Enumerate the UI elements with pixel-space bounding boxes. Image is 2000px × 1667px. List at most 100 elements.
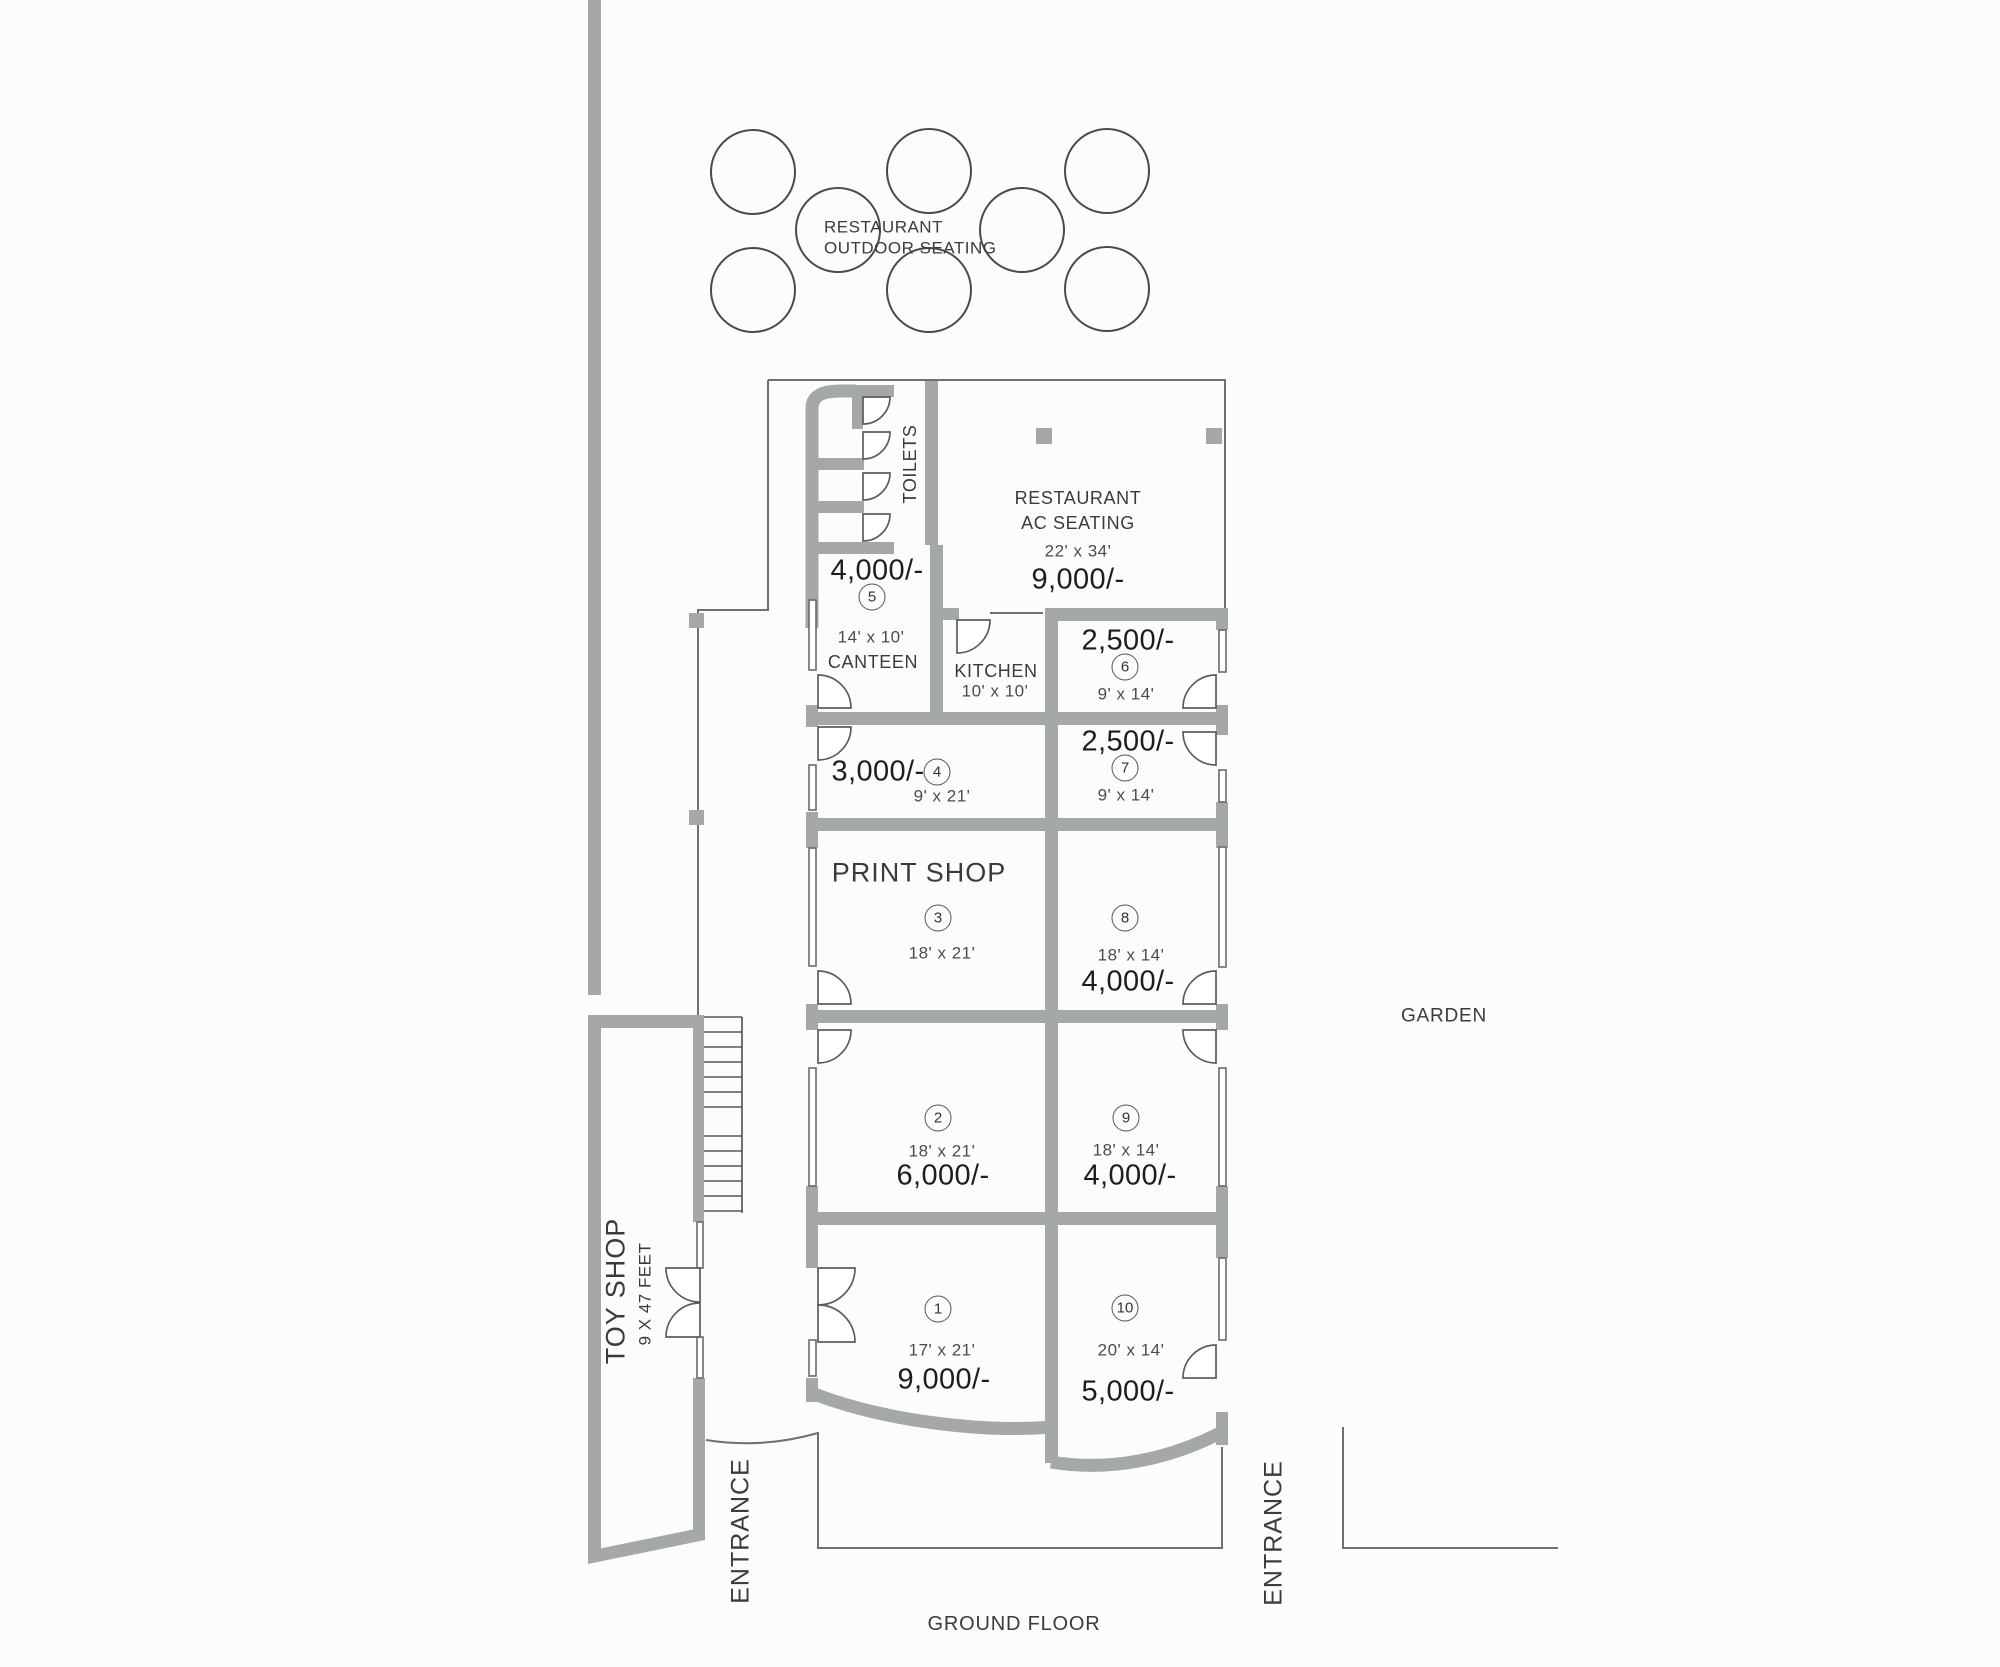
canteen-kitchen-wall <box>930 545 943 724</box>
band-wall <box>806 1212 1228 1225</box>
room1-double-door <box>817 1267 856 1306</box>
east-wall-seg <box>1216 612 1228 630</box>
room2-door <box>817 1029 852 1064</box>
room6-door <box>1182 674 1217 709</box>
restaurant-ac-price: 9,000/- <box>1031 563 1125 596</box>
band-wall <box>806 1010 1228 1023</box>
room-7-number-badge: 7 <box>1111 754 1139 782</box>
table-circle <box>710 247 796 333</box>
outdoor-seating-label-line2: OUTDOOR SEATING <box>824 238 997 258</box>
window <box>1218 629 1227 673</box>
room1-double-door <box>817 1304 856 1343</box>
building-outline-left <box>697 380 769 1015</box>
toilets-outer-wall <box>805 384 856 628</box>
room-6-price: 2,500/- <box>1081 624 1175 657</box>
band-wall <box>806 712 1228 725</box>
toy-shop-name: TOY SHOP <box>600 1217 631 1365</box>
window <box>808 847 817 967</box>
window <box>1218 1067 1227 1187</box>
outdoor-seating-label-line1: RESTAURANT <box>824 217 943 237</box>
east-wall-seg <box>1216 705 1228 735</box>
table-circle <box>1064 246 1150 332</box>
restaurant-bottom-wall <box>1045 608 1228 621</box>
toilets-bottom-wall <box>806 542 894 554</box>
restaurant-column <box>1206 428 1222 444</box>
building-outline-top <box>768 379 1226 612</box>
print-shop-name: PRINT SHOP <box>831 857 1007 888</box>
table-circle <box>886 128 972 214</box>
canteen-door <box>817 674 852 709</box>
porch-outline <box>817 1432 1223 1549</box>
toilets-stall-divider <box>852 385 863 429</box>
entrance-left-label: ENTRANCE <box>726 1458 755 1604</box>
restaurant-ac-dims: 22' x 34' <box>1044 541 1112 561</box>
toilets-label: TOILETS <box>900 424 920 504</box>
window <box>1218 846 1227 968</box>
room-2-number-badge: 2 <box>924 1104 952 1132</box>
restaurant-column <box>1036 428 1052 444</box>
room-3-dims: 18' x 21' <box>908 943 976 963</box>
column <box>689 613 704 628</box>
table-circle <box>886 247 972 333</box>
room-10-dims: 20' x 14' <box>1097 1340 1165 1360</box>
room-10-price: 5,000/- <box>1081 1375 1175 1408</box>
room-8-dims: 18' x 14' <box>1097 945 1165 965</box>
restaurant-ac-label-line2: AC SEATING <box>1021 513 1135 533</box>
window <box>808 599 817 671</box>
room-3-number-badge: 3 <box>924 904 952 932</box>
room-6-number-badge: 6 <box>1111 653 1139 681</box>
room-8-price: 4,000/- <box>1081 965 1175 998</box>
table-circle <box>979 187 1065 273</box>
table-circle <box>1064 128 1150 214</box>
entrance-path-arc <box>705 1432 819 1445</box>
toilets-stall-divider <box>806 458 864 470</box>
room3-door <box>817 970 852 1005</box>
room-10-number-badge: 10 <box>1111 1294 1139 1322</box>
room-7-price: 2,500/- <box>1081 725 1175 758</box>
room8-door <box>1182 970 1217 1005</box>
canteen-price: 4,000/- <box>830 554 924 587</box>
window <box>808 1067 817 1187</box>
toilets-corridor-wall <box>925 381 938 545</box>
restaurant-ac-label-line1: RESTAURANT <box>1014 488 1142 508</box>
canteen-number-badge: 5 <box>858 583 886 611</box>
west-wall-seg <box>806 705 818 727</box>
toyshop-top-wall <box>588 1015 704 1028</box>
room-9-dims: 18' x 14' <box>1092 1140 1160 1160</box>
room-4-number-badge: 4 <box>923 758 951 786</box>
toyshop-double-door <box>665 1302 701 1338</box>
room-4-price: 3,000/- <box>831 755 925 788</box>
boundary-wall <box>588 0 601 995</box>
room10-door <box>1182 1344 1217 1379</box>
garden-boundary-line <box>1342 1427 1558 1549</box>
room1-curved-wall <box>809 1386 1052 1435</box>
staircase <box>704 1016 742 1212</box>
canteen-name: CANTEEN <box>827 652 919 672</box>
central-divider-wall <box>1045 608 1058 1463</box>
room-6-dims: 9' x 14' <box>1097 684 1155 704</box>
table-circle <box>795 187 881 273</box>
kitchen-door <box>956 619 991 654</box>
windows <box>696 599 1227 1379</box>
west-wall-seg <box>806 553 818 600</box>
floor-title: GROUND FLOOR <box>927 1613 1101 1635</box>
entrance-right-label: ENTRANCE <box>1259 1460 1288 1606</box>
kitchen-dims: 10' x 10' <box>961 681 1029 701</box>
kitchen-top-wall <box>937 608 959 620</box>
window <box>696 1336 704 1379</box>
room-2-price: 6,000/- <box>896 1159 990 1192</box>
toyshop-right-wall-lower <box>693 1378 705 1534</box>
room-4-dims: 9' x 21' <box>913 786 971 806</box>
toy-shop-dims: 9 X 47 FEET <box>635 1242 655 1346</box>
kitchen-name: KITCHEN <box>954 661 1038 681</box>
column <box>689 810 704 825</box>
window <box>696 1221 704 1269</box>
room7-door <box>1182 731 1217 766</box>
east-wall-seg <box>1216 1004 1228 1030</box>
window <box>808 764 817 811</box>
room10-curved-wall <box>1049 1426 1225 1472</box>
room-1-number-badge: 1 <box>924 1295 952 1323</box>
room-1-dims: 17' x 21' <box>908 1340 976 1360</box>
